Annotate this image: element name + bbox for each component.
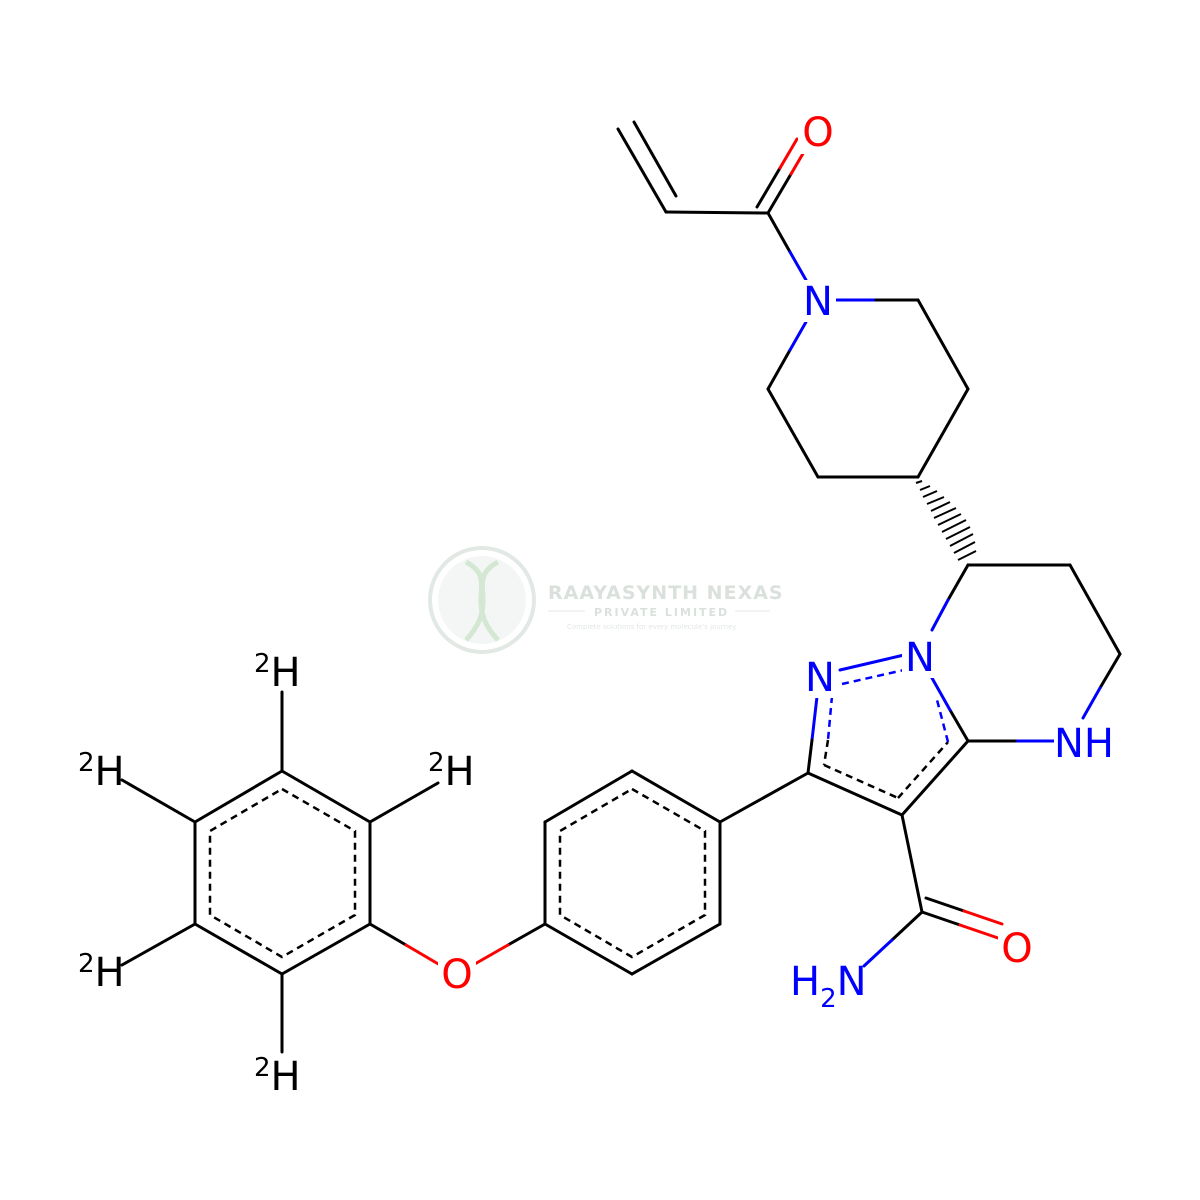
- bond: [120, 778, 197, 824]
- bond: [193, 922, 284, 976]
- atom-label-amide-o: O: [1001, 926, 1032, 972]
- atom-label-deuterium-bottom: 2H: [254, 1053, 301, 1100]
- bond: [924, 896, 966, 913]
- bond: [630, 769, 722, 824]
- bond: [806, 771, 904, 817]
- bond: [280, 922, 372, 976]
- bond: [930, 598, 950, 632]
- atom-label-deuterium-left-upper: 2H: [78, 748, 125, 795]
- bond: [664, 210, 770, 215]
- stereo-hash-wedge: [915, 480, 977, 561]
- bond: [958, 923, 1000, 940]
- bond: [841, 668, 905, 686]
- bond: [543, 769, 634, 824]
- bond: [806, 738, 814, 775]
- aromatic-ring-inner: [558, 787, 707, 959]
- atom-label-ether-o: O: [441, 952, 472, 998]
- watermark-logo-ring: [428, 546, 536, 654]
- bond: [755, 166, 782, 209]
- bond: [120, 922, 197, 967]
- bond: [900, 813, 924, 914]
- dna-helix-icon: [464, 559, 500, 642]
- bond: [930, 676, 952, 712]
- bond: [766, 172, 793, 215]
- bond: [823, 763, 899, 800]
- carboxamide-group: [862, 813, 1004, 968]
- bond: [368, 781, 440, 824]
- atom-label-amide-nh2: H2N: [790, 959, 867, 1014]
- bond: [916, 298, 970, 391]
- atom-label-piperidine-n: N: [803, 279, 833, 325]
- bond: [630, 922, 722, 976]
- bond: [766, 387, 820, 479]
- atom-label-pyrazole-n1: N: [905, 635, 935, 681]
- bond: [948, 708, 970, 743]
- bond: [718, 771, 810, 824]
- bond: [897, 741, 949, 799]
- atom-label-amine-nh: NH: [1054, 721, 1114, 767]
- bond: [916, 387, 970, 479]
- bond: [838, 653, 906, 672]
- atom-label-pyrazole-n2: N: [805, 655, 835, 701]
- watermark-subtitle: PRIVATE LIMITED: [594, 606, 729, 619]
- bond: [632, 120, 678, 198]
- bond: [778, 137, 799, 170]
- bond: [946, 563, 970, 602]
- bond: [890, 910, 924, 942]
- bond: [788, 250, 808, 282]
- atom-label-deuterium-top: 2H: [254, 649, 301, 696]
- watermark-tagline: Complete solutions for every molecule's …: [567, 623, 736, 631]
- bond: [280, 769, 372, 824]
- bond: [788, 320, 808, 352]
- bond: [368, 922, 408, 947]
- bond: [404, 943, 442, 967]
- bond: [1068, 563, 1122, 656]
- aromatic-ring-inner: [208, 787, 357, 959]
- deuterated-phenyl-ring: [120, 690, 440, 1054]
- company-watermark: RAAYASYNTH NEXAS PRIVATE LIMITED Complet…: [428, 546, 784, 654]
- bond: [900, 739, 970, 817]
- bond: [862, 938, 894, 968]
- ether-linkage: [368, 922, 547, 967]
- bond: [962, 909, 1004, 926]
- bond: [471, 943, 510, 967]
- bond: [766, 348, 792, 391]
- bond: [920, 910, 962, 927]
- atom-labels: O N N N NH O H2N O 2H 2H 2H 2H 2H: [78, 110, 1114, 1100]
- bond: [1098, 652, 1122, 690]
- atom-label-deuterium-left-lower: 2H: [78, 949, 125, 996]
- bond: [506, 922, 547, 947]
- bond: [822, 739, 830, 766]
- bond: [543, 922, 634, 976]
- bond: [616, 127, 668, 214]
- watermark-company: RAAYASYNTH NEXAS: [548, 582, 784, 604]
- bond: [193, 769, 284, 824]
- pyrazole-ring: [806, 653, 970, 817]
- bond: [1081, 686, 1102, 720]
- piperidine-ring: [766, 298, 970, 479]
- acryloyl-group: [616, 120, 810, 282]
- atom-label-deuterium-right: 2H: [428, 748, 475, 795]
- central-phenyl-ring: [543, 769, 810, 976]
- bond: [826, 695, 834, 741]
- tetrahydropyrimidine-ring: [930, 563, 1122, 743]
- bond: [934, 695, 950, 743]
- atom-label-carbonyl-o: O: [802, 110, 833, 156]
- bond: [766, 211, 792, 254]
